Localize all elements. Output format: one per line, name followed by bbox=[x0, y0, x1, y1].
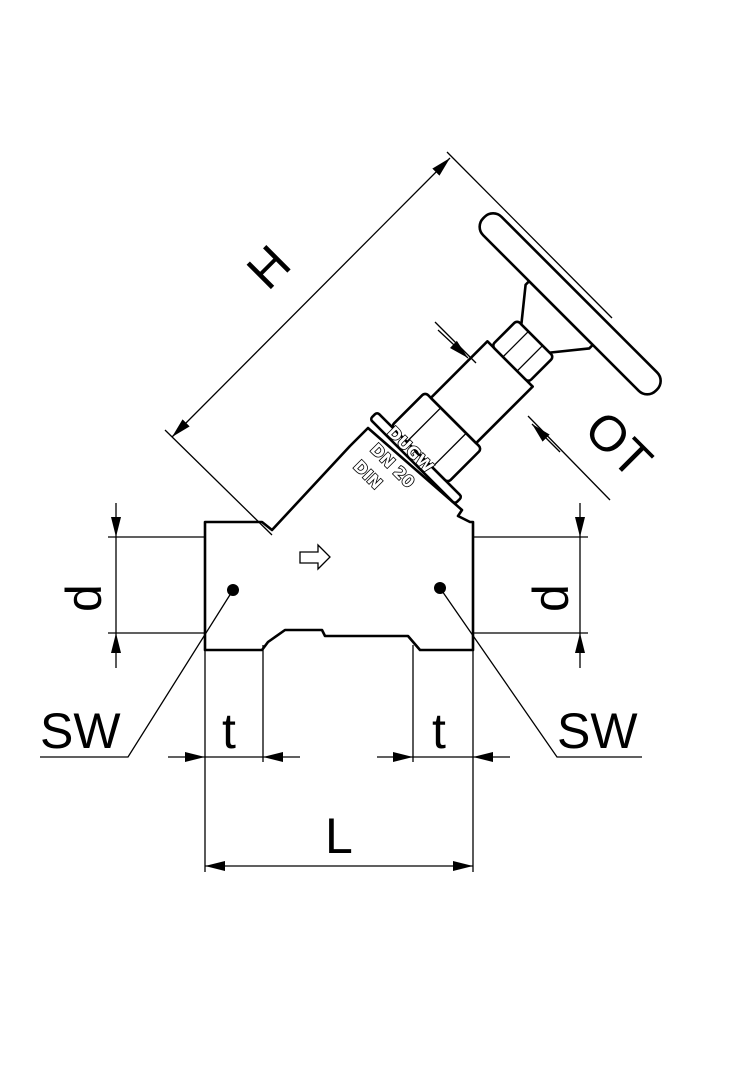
label-l: L bbox=[325, 808, 353, 864]
label-ot: OT bbox=[574, 400, 663, 489]
label-sw-left: SW bbox=[40, 703, 121, 759]
flow-arrow-icon bbox=[299, 543, 331, 571]
label-d-right: d bbox=[523, 584, 579, 612]
label-t-right: t bbox=[432, 703, 446, 759]
label-h: H bbox=[236, 235, 301, 300]
handwheel bbox=[478, 212, 662, 396]
label-sw-right: SW bbox=[557, 703, 638, 759]
valve-body bbox=[203, 426, 475, 652]
label-t-left: t bbox=[222, 703, 236, 759]
label-d-left: d bbox=[56, 584, 112, 612]
